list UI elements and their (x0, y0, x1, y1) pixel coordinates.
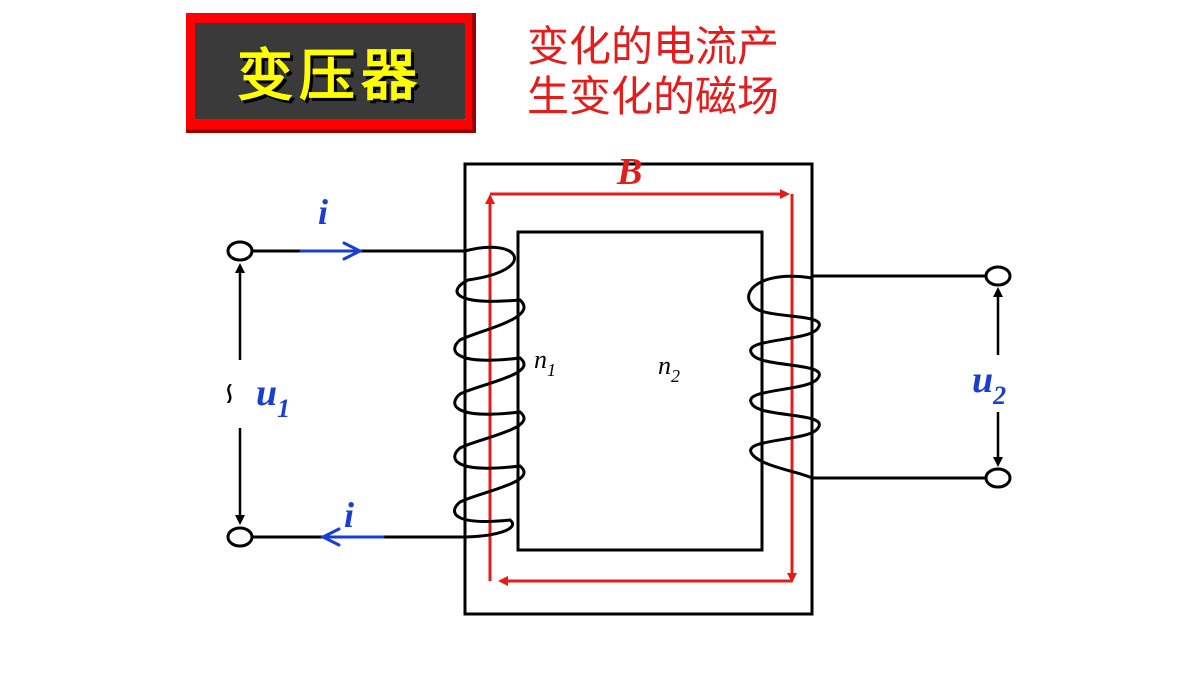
caption-line-2: 生变化的磁场 (527, 72, 780, 121)
title-badge-inner: 变压器 (195, 23, 465, 119)
secondary-voltage-label: u2 (972, 359, 1006, 410)
primary-turns-label: n1 (534, 345, 556, 380)
caption: 变化的电流产 生变化的磁场 (527, 22, 857, 122)
caption-line-1: 变化的电流产 (527, 22, 780, 71)
flux-label: B (616, 151, 642, 193)
title-badge: 变压器 (186, 13, 476, 133)
core-outer (463, 162, 814, 616)
secondary-wires (812, 274, 988, 480)
current-label-top: i (318, 192, 328, 232)
secondary-terminal-bottom (984, 467, 1012, 489)
page-title: 变压器 (237, 43, 423, 109)
primary-terminal-top (226, 240, 254, 262)
current-arrows (299, 241, 385, 547)
primary-terminal-bottom (226, 526, 254, 548)
ac-source-icon: ∽ (212, 381, 247, 406)
flux-path (485, 189, 797, 586)
secondary-terminal-top (984, 265, 1012, 287)
primary-coil (453, 245, 526, 539)
secondary-turns-label: n2 (658, 351, 680, 386)
core-inner (516, 230, 764, 552)
current-label-bottom: i (344, 495, 354, 535)
secondary-coil (747, 274, 821, 480)
primary-voltage-label: u1 (256, 372, 290, 423)
